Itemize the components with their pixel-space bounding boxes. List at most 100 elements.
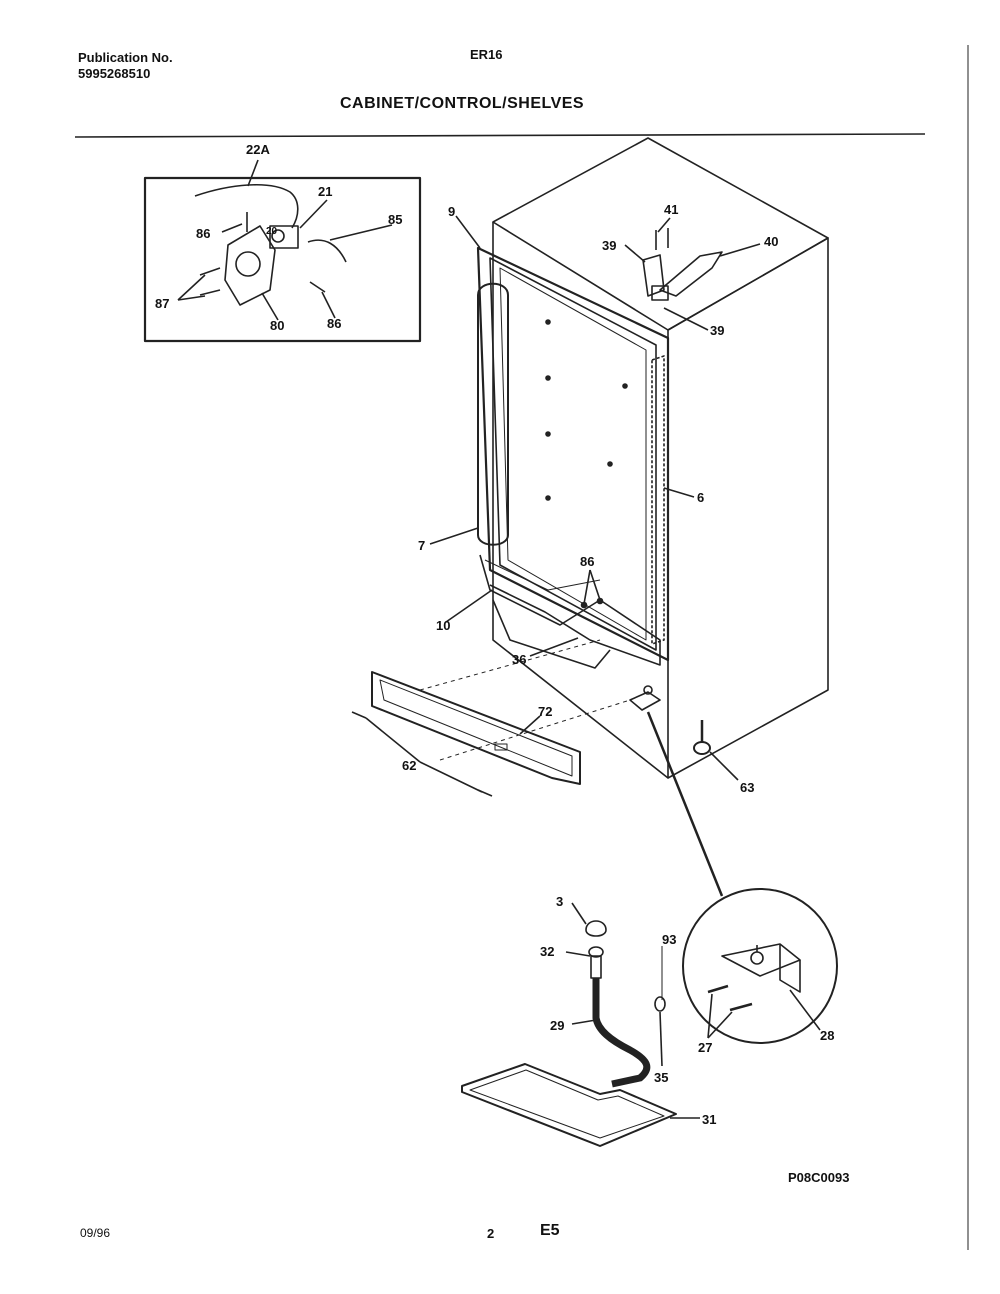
callout-29: 29 [550,1018,564,1033]
bracket-hole [235,251,261,277]
leader-86-top [221,223,243,233]
callout-20: 20 [266,226,278,237]
leader-21 [299,199,328,229]
detail-hinge-plate-28 [721,943,801,977]
callout-80: 80 [270,318,284,333]
leader-63 [709,751,739,781]
leader-10 [445,589,493,623]
callout-86-inset-right: 86 [327,316,341,331]
leader-27a [707,993,713,1039]
leader-80 [261,292,279,321]
callout-93: 93 [662,932,676,947]
callout-39-bottom: 39 [710,323,724,338]
leader-39-top [624,244,646,263]
leader-40 [719,243,761,257]
detail-screw-27b [729,1002,753,1012]
leader-86-right [321,291,336,319]
callout-7: 7 [418,538,425,553]
header-rule [74,133,926,138]
callout-28: 28 [820,1028,834,1043]
bottom-tray-10 [479,554,661,666]
callout-31: 31 [702,1112,716,1127]
control-knob-20 [271,229,285,243]
cabinet-right-side [667,237,829,779]
leader-27b [707,1011,733,1039]
footer-code: E5 [540,1222,560,1239]
leader-86-tray-a [583,569,591,605]
leader-3 [571,902,587,925]
drain-plug-3 [585,920,607,937]
leader-9 [455,215,481,249]
bottom-hinge [629,691,661,711]
hinge-block [651,285,669,301]
liner-hole [607,461,613,467]
gasket-7 [477,282,509,546]
callout-41: 41 [664,202,678,217]
cabinet-front-frame [476,246,670,662]
drain-fitting-32 [588,946,604,958]
callout-40: 40 [764,234,778,249]
publication-label: Publication No. [78,50,173,65]
leader-28 [789,989,821,1031]
leader-87b [177,295,206,301]
detail-screw-27a [707,984,729,994]
hinge-bracket-39 [642,254,665,297]
screw-86-right [309,281,326,293]
inner-liner [489,257,657,651]
leader-29 [571,1019,597,1025]
drawing-id: P08C0093 [788,1170,850,1185]
clip-35 [654,996,666,1012]
leader-86-tray-b [589,569,601,601]
model-number: ER16 [470,47,503,62]
leader-41 [657,217,671,233]
callout-21: 21 [318,184,332,199]
footer-page: 2 [487,1226,495,1241]
hinge-cover-40 [659,251,723,297]
capillary-tube-22A [194,184,299,229]
screw-62a [351,711,367,719]
callout-85: 85 [388,212,402,227]
leader-35 [659,1011,663,1067]
control-21 [269,225,299,249]
leader-32 [565,951,591,957]
toe-grille-72 [371,671,581,785]
callout-72: 72 [538,704,552,719]
callout-3: 3 [556,894,563,909]
drain-pan-31 [461,1063,677,1147]
liner-hole [545,375,551,381]
callout-10: 10 [436,618,450,633]
callout-86-tray: 86 [580,554,594,569]
gasket-6 [651,355,665,645]
section-title: CABINET/CONTROL/SHELVES [340,95,585,112]
callout-9: 9 [448,204,455,219]
leader-6 [663,487,695,498]
leader-39-bottom [663,307,709,331]
leader-87a [177,274,206,301]
callout-32: 32 [540,944,554,959]
leader-36 [529,637,579,657]
control-bracket-80 [224,225,276,306]
leader-85 [329,224,393,241]
detail-leader [646,711,724,897]
callout-27: 27 [698,1040,712,1055]
wire-85 [307,239,347,263]
callout-87: 87 [155,296,169,311]
footer-date: 09/96 [80,1226,111,1240]
control-inset-box [143,176,422,343]
detail-circle [682,888,838,1044]
base-36 [492,599,611,669]
callout-6: 6 [697,490,704,505]
callout-63: 63 [740,780,754,795]
screw-87b [199,289,221,296]
detail-hinge-side [779,944,801,993]
callout-36: 36 [512,652,526,667]
callout-35: 35 [654,1070,668,1085]
screw-87a [199,267,221,276]
liner-hole [545,495,551,501]
callout-22A: 22A [246,142,270,157]
leader-62b [419,761,483,793]
leader-22A [247,159,259,187]
leader-7 [429,527,479,545]
toe-grille-inner [379,679,573,777]
